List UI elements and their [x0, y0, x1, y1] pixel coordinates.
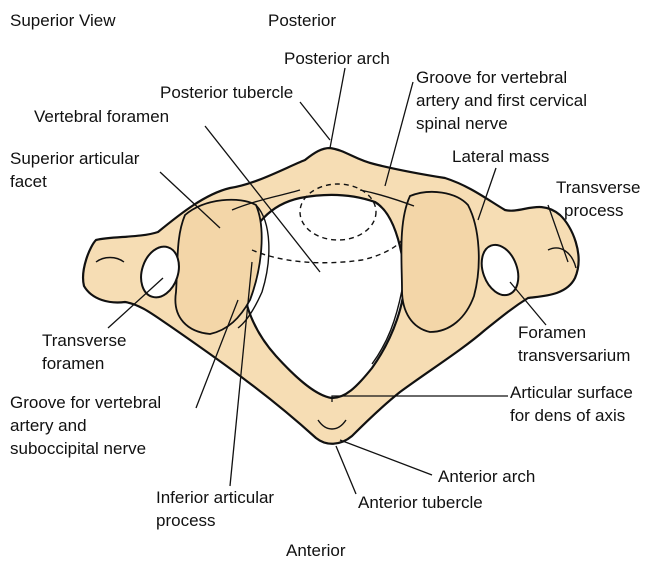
orientation-bottom: Anterior [286, 541, 346, 560]
label-transverse-foramen-2: foramen [42, 354, 104, 373]
label-posterior-tubercle: Posterior tubercle [160, 83, 293, 102]
label-groove-va-3: spinal nerve [416, 114, 508, 133]
inferior-arch-dashed [252, 240, 402, 263]
label-lateral-mass: Lateral mass [452, 147, 549, 166]
label-anterior-arch: Anterior arch [438, 467, 535, 486]
label-superior-facet-2: facet [10, 172, 47, 191]
label-articular-dens-1: Articular surface [510, 383, 633, 402]
label-foramen-transversarium-1: Foramen [518, 323, 586, 342]
label-articular-dens-2: for dens of axis [510, 406, 625, 425]
label-groove-sub-1: Groove for vertebral [10, 393, 161, 412]
label-vertebral-foramen: Vertebral foramen [34, 107, 169, 126]
right-superior-facet [401, 192, 478, 332]
label-transverse-foramen-1: Transverse [42, 331, 126, 350]
view-title: Superior View [10, 11, 116, 30]
label-foramen-transversarium-2: transversarium [518, 346, 630, 365]
label-transverse-process-1: Transverse [556, 178, 640, 197]
label-inferior-process-2: process [156, 511, 216, 530]
label-groove-sub-2: artery and [10, 416, 87, 435]
label-transverse-process-2: process [564, 201, 624, 220]
label-superior-facet-1: Superior articular [10, 149, 140, 168]
label-anterior-tubercle: Anterior tubercle [358, 493, 483, 512]
orientation-top: Posterior [268, 11, 336, 30]
label-groove-va-1: Groove for vertebral [416, 68, 567, 87]
label-groove-va-2: artery and first cervical [416, 91, 587, 110]
label-groove-sub-3: suboccipital nerve [10, 439, 146, 458]
label-inferior-process-1: Inferior articular [156, 488, 274, 507]
label-posterior-arch: Posterior arch [284, 49, 390, 68]
